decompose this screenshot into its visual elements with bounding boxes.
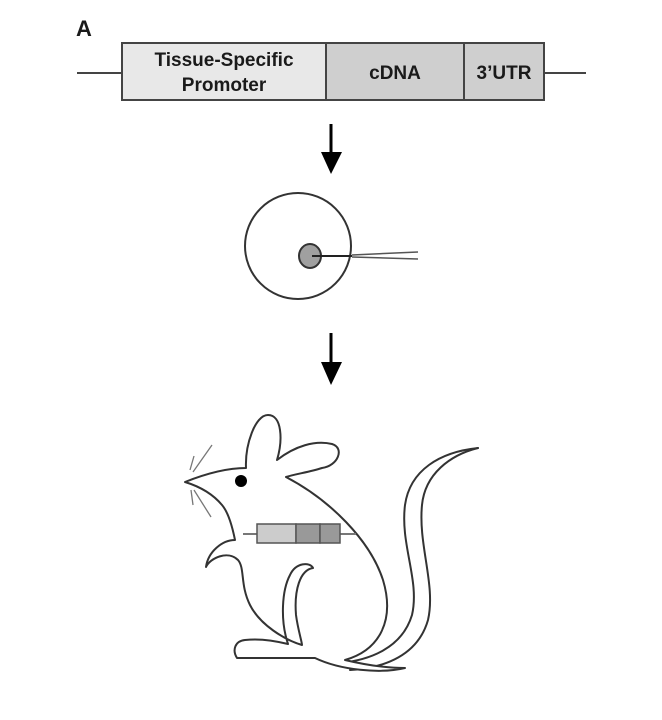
tail-outer — [339, 447, 479, 664]
microinjection-cell — [244, 192, 419, 300]
gene-construct: Tissue-Specific Promoter cDNA 3’UTR — [77, 42, 586, 101]
injection-needle — [312, 251, 419, 260]
utr-segment — [463, 42, 545, 101]
mouse-icon — [184, 414, 479, 672]
promoter-segment — [121, 42, 327, 101]
panel-label: A — [76, 16, 92, 41]
utr-label: 3’UTR — [477, 63, 532, 84]
tail-inner — [349, 447, 479, 671]
down-arrow-icon — [321, 124, 342, 174]
mouse-eye — [235, 475, 247, 487]
cdna-segment — [325, 42, 465, 101]
egg-cell — [244, 192, 352, 300]
down-arrow-icon — [321, 333, 342, 385]
whiskers — [189, 444, 213, 518]
mini-promoter — [256, 523, 297, 544]
mini-utr — [319, 523, 341, 544]
promoter-label-line2: Promoter — [182, 75, 267, 96]
cdna-label: cDNA — [369, 63, 421, 84]
mini-cdna — [295, 523, 321, 544]
integrated-transgene — [243, 523, 356, 544]
promoter-label-line1: Tissue-Specific — [154, 50, 293, 71]
